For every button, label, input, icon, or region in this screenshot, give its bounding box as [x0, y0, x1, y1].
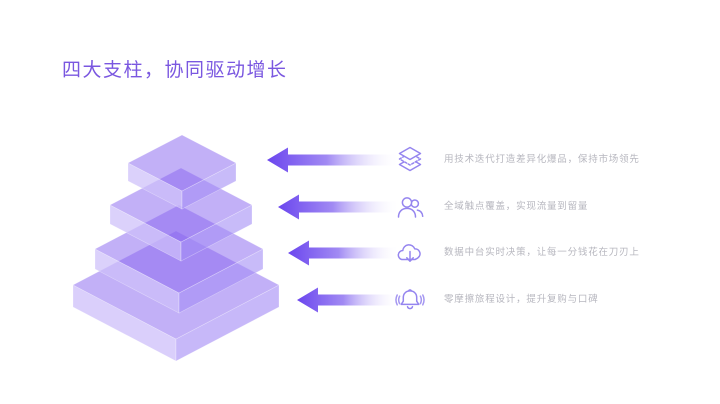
pillar-description: 数据中台实时决策，让每一分钱花在刀刃上	[444, 247, 640, 258]
pillar-description: 零摩擦旅程设计，提升复购与口碑	[444, 294, 599, 305]
left-arrow-icon	[278, 194, 400, 220]
pyramid-diagram	[72, 134, 280, 362]
bell-icon	[395, 289, 425, 310]
left-arrow-icon	[267, 147, 400, 173]
pillar-row: 数据中台实时决策，让每一分钱花在刀刃上	[0, 236, 720, 270]
pillar-row: 用技术迭代打造差异化爆品，保持市场领先	[0, 143, 720, 177]
left-arrow-icon	[297, 287, 400, 313]
pillar-row: 全域触点覆盖，实现流量到留量	[0, 190, 720, 224]
pillar-description: 用技术迭代打造差异化爆品，保持市场领先	[444, 154, 640, 165]
left-arrow-icon	[288, 240, 400, 266]
pyramid-layer-1	[127, 134, 237, 210]
layers-icon	[398, 146, 422, 172]
users-icon	[397, 197, 424, 218]
pillar-description: 全域触点覆盖，实现流量到留量	[444, 201, 589, 212]
pillar-row: 零摩擦旅程设计，提升复购与口碑	[0, 283, 720, 317]
slide-title: 四大支柱，协同驱动增长	[62, 60, 288, 81]
cloud-download-icon	[397, 244, 421, 262]
